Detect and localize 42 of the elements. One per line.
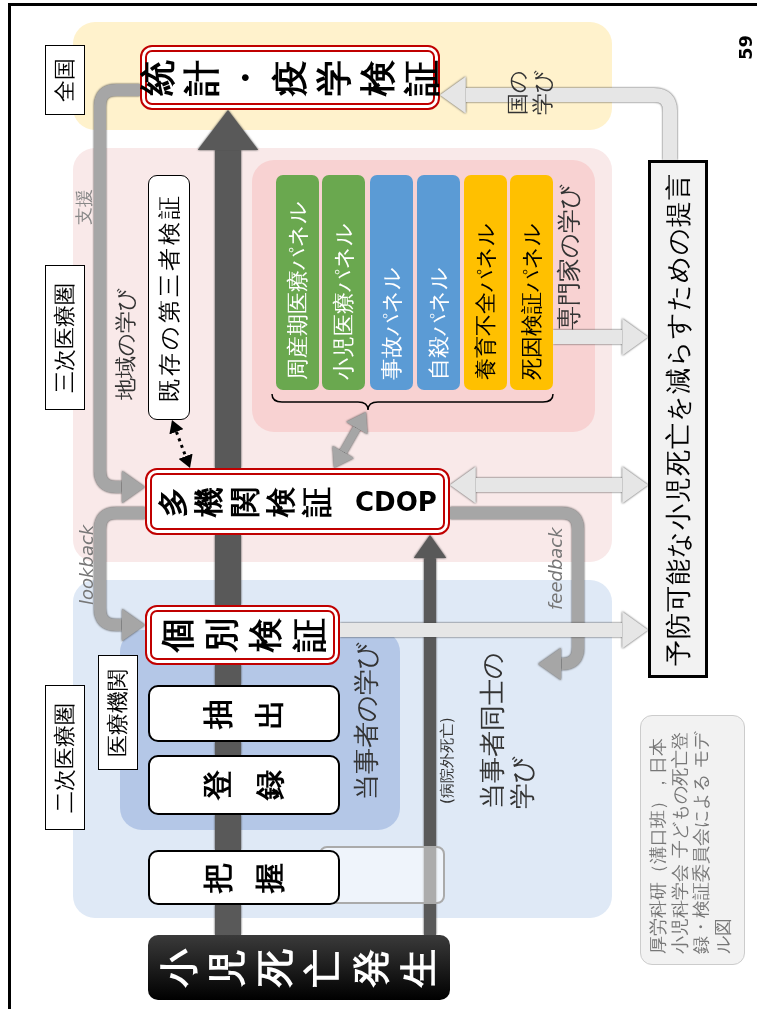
panel-bar: 養育不全パネル — [464, 175, 507, 390]
step-box: 登録 — [148, 755, 340, 815]
edge-label: 支援 — [72, 189, 95, 225]
note-box: 厚労科研（溝口班），日本小児科学会 子どもの死亡登録・検証委員会による モデル図 — [640, 715, 745, 965]
review-box: 多機関検証 CDOP — [145, 468, 450, 535]
region-tag: 二次医療圏 — [45, 685, 85, 830]
panel-bar: 事故パネル — [370, 175, 413, 390]
panel-bar: 死因検証パネル — [510, 175, 553, 390]
edge-label: feedback — [545, 527, 566, 610]
panel-bar: 自殺パネル — [417, 175, 460, 390]
page-number: 59 — [735, 34, 756, 60]
arrow — [450, 507, 584, 681]
arrow — [340, 611, 648, 649]
event-box: 小児死亡発生 — [148, 935, 450, 1000]
arrow — [553, 318, 648, 356]
arrow — [197, 110, 259, 468]
review-box: 統計・疫学検証 — [140, 45, 440, 110]
band-label: 当事者の学び — [352, 641, 382, 800]
recommendation-box: 予防可能な小児死亡を減らすための提言 — [648, 160, 708, 678]
edge-label: lookback — [76, 524, 97, 605]
arrow — [169, 420, 193, 468]
step-box: 把握 — [148, 850, 340, 905]
band-label: 専門家の学び — [556, 183, 584, 330]
edge-label: (病院外死亡) — [438, 717, 457, 804]
panel-bar: 周産期医療パネル — [276, 175, 319, 390]
panel-bar: 小児医療パネル — [322, 175, 365, 390]
arrow — [94, 84, 145, 504]
arrow — [413, 535, 447, 935]
band-label: 国の学び — [505, 69, 557, 115]
review-box: 既存の第三者検証 — [148, 175, 190, 420]
arrow — [94, 507, 145, 642]
arrow — [332, 412, 368, 468]
region-tag: 三次医療圏 — [45, 265, 85, 410]
step-box: 抽出 — [148, 685, 340, 742]
band-label: 地域の学び — [113, 287, 139, 400]
arrow — [450, 466, 648, 504]
region-tag: 全国 — [45, 45, 85, 115]
arrow — [440, 76, 677, 160]
panel-group — [252, 160, 595, 432]
review-box: 個別検証 — [145, 605, 340, 665]
region-tag: 医療機関 — [98, 655, 138, 770]
band-label: 当事者同士の学び — [478, 651, 538, 809]
